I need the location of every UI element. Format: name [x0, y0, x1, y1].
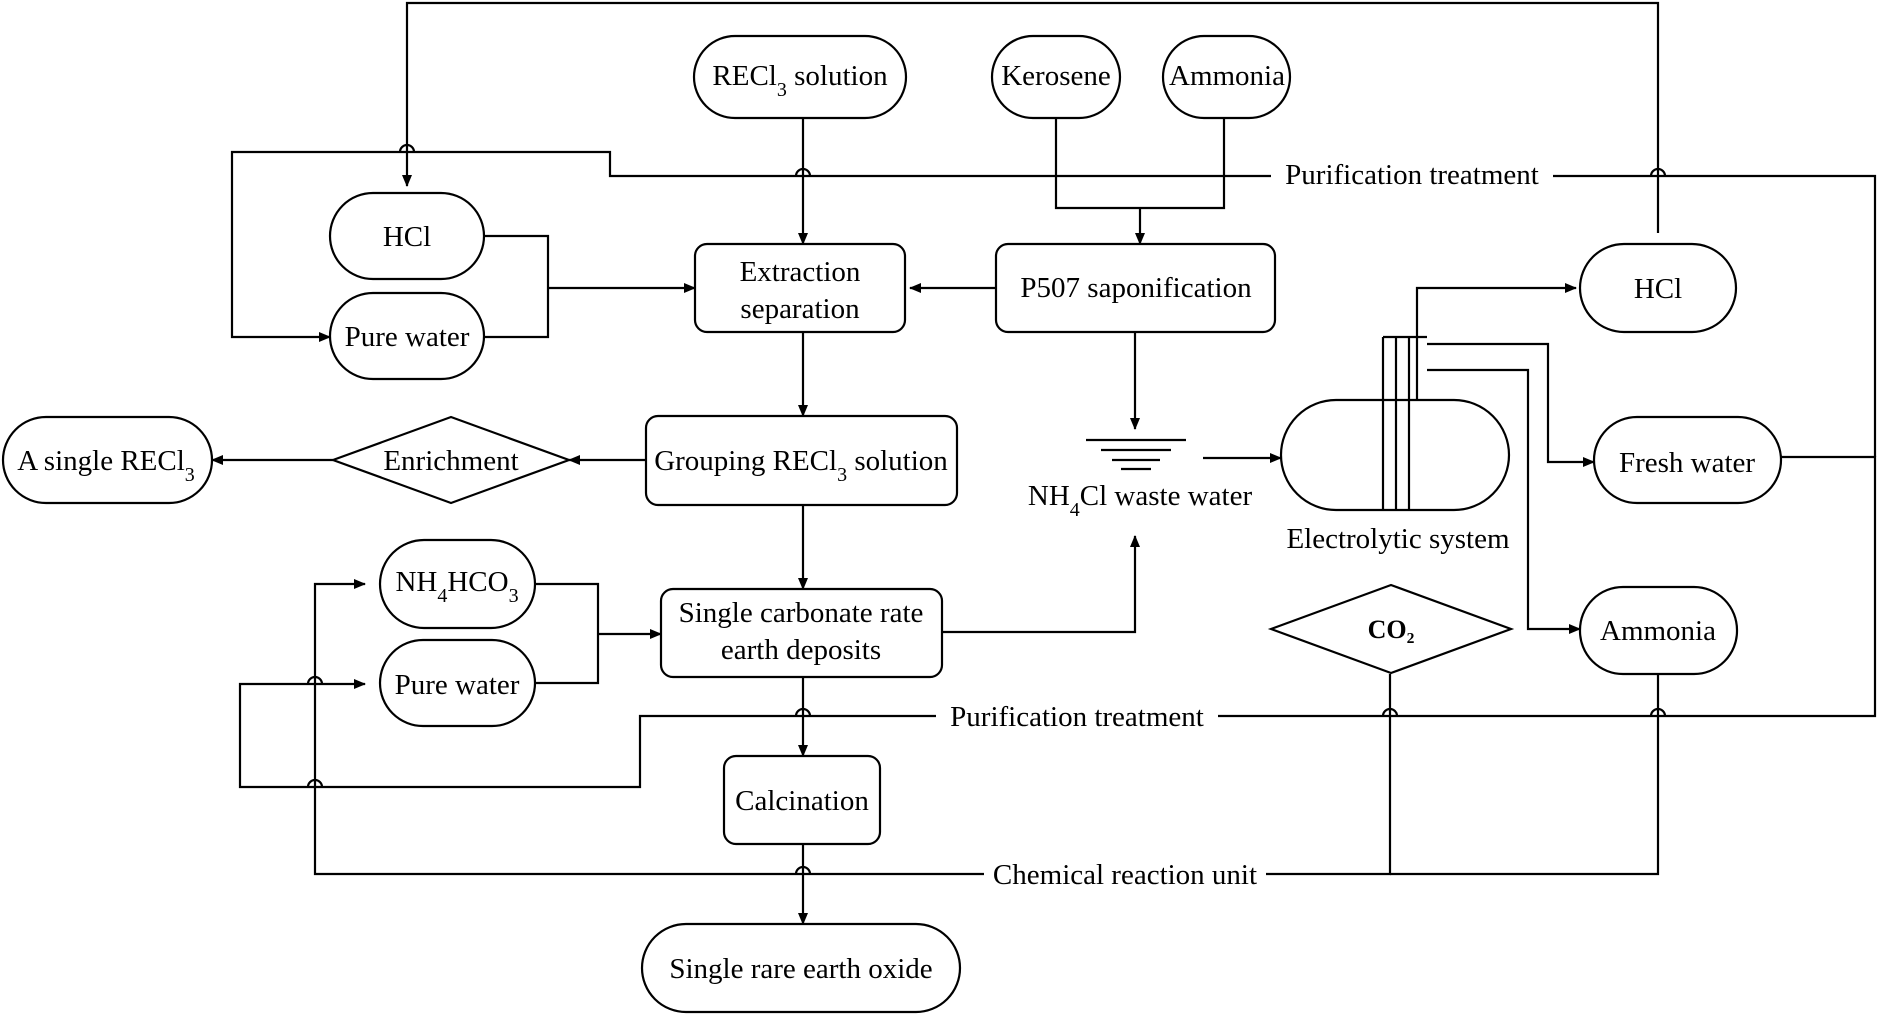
single-oxide-label: Single rare earth oxide — [669, 953, 932, 985]
single-carbonate-label-2: earth deposits — [721, 634, 881, 666]
hop-marks — [306, 143, 1667, 875]
purification-top-label: Purification treatment — [1285, 159, 1539, 191]
electrolytic-to-ammonia-arrow — [1427, 368, 1581, 634]
kerosene-label: Kerosene — [1001, 60, 1111, 92]
purification-bottom-label: Purification treatment — [950, 701, 1204, 733]
p507-saponification-node — [994, 242, 1277, 334]
hcl-pure-water-bracket — [484, 234, 550, 339]
chemical-reaction-line — [313, 579, 1392, 876]
recl3-solution-node — [692, 34, 908, 120]
label-bg-purification-bottom — [936, 696, 1218, 736]
ammonia-right-label: Ammonia — [1600, 615, 1716, 647]
nodes: RECl3 solution Kerosene Ammonia HCl Pure… — [1, 34, 1783, 1014]
hcl-left-node — [328, 191, 486, 281]
fresh-water-node — [1592, 415, 1783, 505]
hcl-recycle-line — [402, 1, 1660, 233]
co2-label: CO₂ — [1368, 615, 1415, 644]
nh4cl-waste-label: NH4Cl waste water — [1028, 480, 1253, 521]
hcl-left-label: HCl — [383, 221, 431, 253]
nh4hco3-label: NH4HCO3 — [395, 566, 518, 607]
co2-node — [1267, 583, 1515, 675]
electrolytic-to-freshwater-arrow — [1427, 342, 1595, 467]
fresh-water-label: Fresh water — [1619, 447, 1755, 479]
pure-water-top-label: Pure water — [345, 321, 470, 353]
calcination-label: Calcination — [735, 785, 869, 817]
electrolytic-label: Electrolytic system — [1286, 523, 1510, 555]
grouping-label: Grouping RECl3 solution — [654, 445, 948, 486]
p507-label: P507 saponification — [1020, 272, 1252, 304]
ammonia-top-label: Ammonia — [1169, 60, 1285, 92]
recl3-solution-label: RECl3 solution — [712, 60, 888, 101]
enrichment-node — [329, 415, 573, 505]
pure-water-bottom-label: Pure water — [395, 669, 520, 701]
enrichment-label: Enrichment — [383, 445, 518, 477]
single-recl3-node — [1, 415, 214, 505]
chemical-reaction-unit-label: Chemical reaction unit — [993, 859, 1257, 891]
extraction-separation-node — [693, 242, 907, 334]
nh4hco3-pure-water-bracket — [535, 582, 600, 685]
extraction-label-1: Extraction — [740, 256, 861, 288]
label-bg-purification-top — [1271, 154, 1553, 194]
hcl-right-label: HCl — [1634, 273, 1682, 305]
freshwater-out-line — [1643, 455, 1877, 718]
single-carbonate-label-1: Single carbonate rate — [679, 597, 924, 629]
pure-water-top-node — [328, 291, 486, 381]
extraction-label-2: separation — [740, 293, 860, 325]
kerosene-line — [1054, 118, 1226, 210]
kerosene-node — [990, 34, 1122, 120]
hcl-right-node — [1578, 242, 1738, 334]
nh4hco3-node — [378, 538, 537, 630]
ammonia-down-line — [1390, 674, 1660, 876]
single-rare-earth-oxide-node — [640, 922, 962, 1014]
calcination-node — [722, 754, 882, 846]
purification-top-line — [230, 150, 1877, 457]
water-surface-symbol — [1086, 438, 1186, 471]
single-carbonate-node — [659, 587, 944, 679]
ammonia-right-node — [1578, 585, 1739, 676]
label-bg-chemical — [984, 854, 1266, 894]
grouping-recl3-node — [644, 414, 959, 507]
ammonia-top-node — [1161, 34, 1292, 120]
connectors — [211, 1, 1877, 925]
pure-water-bottom-node — [378, 638, 537, 728]
carbonate-to-waste-arrow — [942, 535, 1140, 634]
purification-bottom-line — [238, 679, 1643, 789]
electrolytic-rods-over — [1381, 400, 1411, 510]
single-recl3-label: A single RECl3 — [17, 445, 195, 486]
